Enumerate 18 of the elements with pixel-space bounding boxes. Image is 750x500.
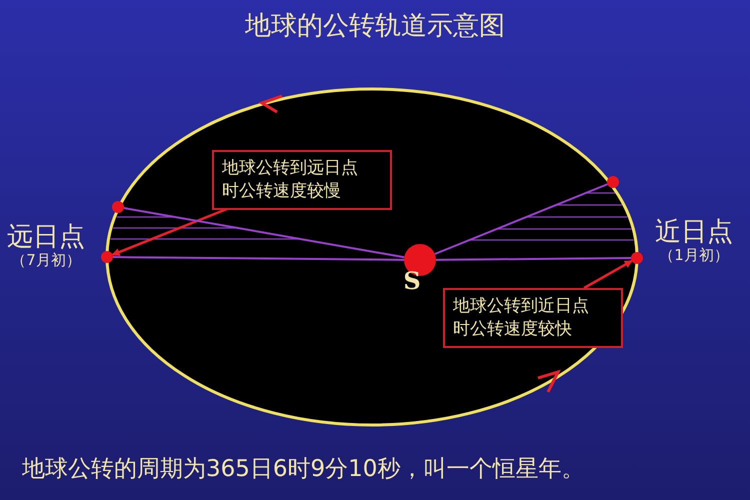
leader-arrow bbox=[584, 260, 633, 290]
point-label: 远日点 bbox=[6, 221, 86, 252]
sun-label: S bbox=[402, 266, 422, 295]
callout-box bbox=[212, 150, 392, 210]
point-label: 近日点 bbox=[654, 216, 734, 248]
date-label: （7月初） bbox=[10, 251, 82, 270]
radius-line bbox=[434, 183, 608, 255]
callout-box bbox=[443, 288, 623, 348]
caption: 地球公转的周期为365日6时9分10秒，叫一个恒星年。 bbox=[22, 455, 584, 484]
callout-text: 地球公转到远日点时公转速度较慢 bbox=[222, 157, 359, 203]
earth-position-dot bbox=[112, 201, 124, 213]
radius-line bbox=[124, 207, 404, 258]
earth-position-dot bbox=[607, 176, 619, 188]
radius-line bbox=[436, 257, 631, 261]
radius-line bbox=[113, 256, 404, 261]
callout-text: 地球公转到近日点时公转速度较快 bbox=[453, 295, 590, 341]
title: 地球的公转轨道示意图 bbox=[244, 10, 506, 43]
date-label: （1月初） bbox=[658, 246, 730, 265]
